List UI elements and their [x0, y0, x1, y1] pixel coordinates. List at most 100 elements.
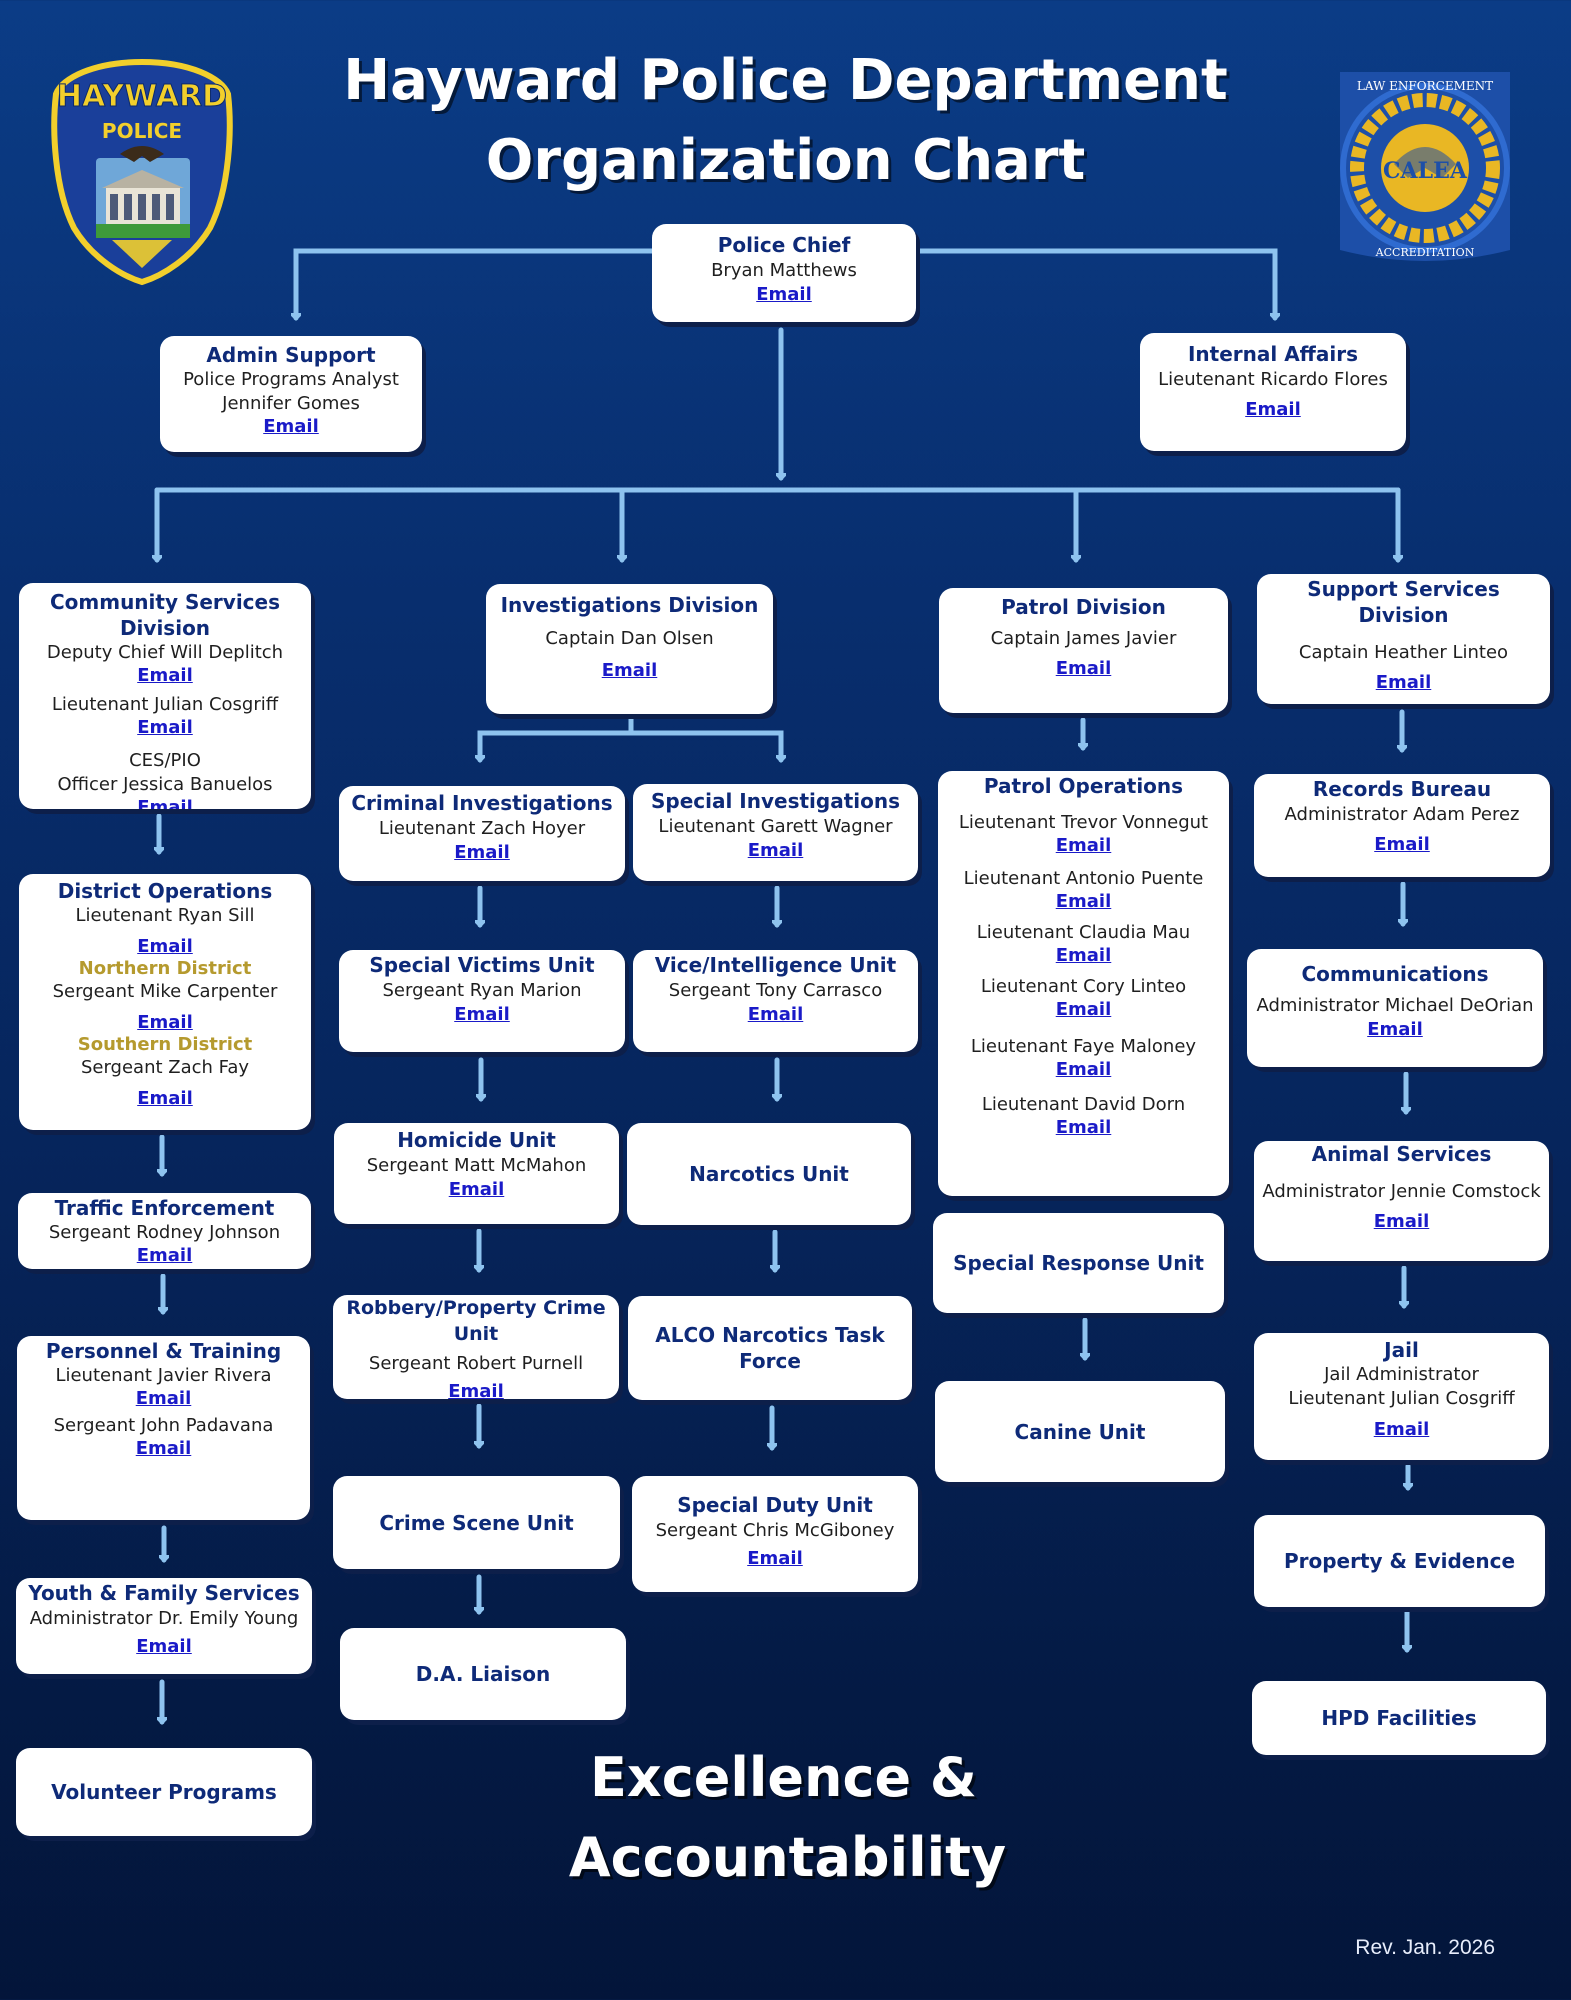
email-link[interactable]: Email	[1373, 1419, 1430, 1440]
box-title: District Operations	[57, 879, 273, 903]
email-link[interactable]: Email	[448, 1179, 505, 1200]
district-operations-box: District Operations Lieutenant Ryan Sill…	[19, 874, 311, 1130]
email-link[interactable]: Email	[448, 1381, 504, 1399]
animal-services-box: Animal Services Administrator Jennie Com…	[1254, 1141, 1549, 1261]
box-title: Communications	[1301, 962, 1489, 986]
patrol-operations-box: Patrol Operations Lieutenant Trevor Vonn…	[938, 771, 1229, 1196]
patrol-division-box: Patrol Division Captain James Javier Ema…	[939, 588, 1228, 713]
email-link[interactable]: Email	[1367, 1019, 1423, 1040]
southern-sergeant: Sergeant Zach Fay	[80, 1057, 250, 1078]
robbery-property-crime-unit-box: Robbery/Property Crime Unit Sergeant Rob…	[333, 1295, 619, 1399]
email-link[interactable]: Email	[747, 1004, 804, 1025]
csd-person-2: Lieutenant Julian Cosgriff	[51, 694, 279, 715]
jail-lieutenant: Lieutenant Julian Cosgriff	[1288, 1388, 1515, 1409]
property-evidence-box: Property & Evidence	[1254, 1515, 1545, 1607]
box-title: Robbery/Property Crime Unit	[346, 1297, 606, 1345]
email-link[interactable]: Email	[1055, 945, 1112, 966]
box-title: Community Services Division	[49, 590, 281, 640]
special-inv-lieutenant: Lieutenant Garett Wagner	[658, 816, 893, 837]
northern-sergeant: Sergeant Mike Carpenter	[52, 981, 278, 1002]
special-response-unit-box: Special Response Unit	[933, 1213, 1224, 1313]
badge-text-top: HAYWARD	[57, 79, 227, 114]
vice-sergeant: Sergeant Tony Carrasco	[668, 980, 883, 1001]
box-title: Police Chief	[717, 233, 851, 257]
email-link[interactable]: Email	[136, 1636, 192, 1657]
ssd-captain: Captain Heather Linteo	[1298, 642, 1509, 663]
special-duty-unit-box: Special Duty Unit Sergeant Chris McGibon…	[632, 1476, 918, 1592]
email-link[interactable]: Email	[1055, 1059, 1112, 1080]
box-title: Personnel & Training	[45, 1339, 282, 1363]
box-title: Support Services Division	[1307, 577, 1500, 627]
da-liaison-box: D.A. Liaison	[340, 1628, 626, 1720]
email-link[interactable]: Email	[756, 284, 812, 305]
admin-support-box: Admin Support Police Programs Analyst Je…	[160, 336, 422, 452]
email-link[interactable]: Email	[137, 717, 193, 738]
comms-administrator: Administrator Michael DeOrian	[1256, 995, 1534, 1016]
box-title: Special Victims Unit	[369, 953, 595, 977]
animal-administrator: Administrator Jennie Comstock	[1262, 1181, 1541, 1202]
hpd-facilities-box: HPD Facilities	[1252, 1681, 1546, 1755]
page-title-line-1: Hayward Police Department	[343, 48, 1228, 113]
slogan-line-1: Excellence &	[590, 1746, 977, 1809]
patrol-lieutenant: Lieutenant Faye Maloney	[970, 1036, 1197, 1057]
criminal-investigations-box: Criminal Investigations Lieutenant Zach …	[339, 786, 625, 881]
csd-person-1: Deputy Chief Will Deplitch	[46, 642, 284, 663]
email-link[interactable]: Email	[1375, 672, 1432, 693]
box-title: Special Investigations	[650, 789, 901, 813]
patrol-captain: Captain James Javier	[990, 628, 1177, 649]
personnel-training-box: Personnel & Training Lieutenant Javier R…	[17, 1336, 310, 1520]
district-lieutenant: Lieutenant Ryan Sill	[75, 905, 255, 926]
personnel-sergeant: Sergeant John Padavana	[53, 1415, 274, 1436]
box-title: Volunteer Programs	[51, 1780, 277, 1804]
email-link[interactable]: Email	[454, 842, 510, 863]
email-link[interactable]: Email	[137, 797, 193, 809]
calea-seal-icon: CALEA LAW ENFORCEMENT ACCREDITATION	[1340, 72, 1510, 261]
email-link[interactable]: Email	[747, 840, 804, 861]
email-link[interactable]: Email	[137, 665, 193, 686]
box-title: Youth & Family Services	[28, 1581, 300, 1605]
box-title: Canine Unit	[1014, 1419, 1146, 1444]
ia-name: Lieutenant Ricardo Flores	[1158, 369, 1388, 390]
email-link[interactable]: Email	[1373, 1211, 1430, 1232]
email-link[interactable]: Email	[1055, 658, 1112, 679]
narcotics-unit-box: Narcotics Unit	[627, 1123, 911, 1225]
box-title: Internal Affairs	[1187, 342, 1359, 366]
homicide-sergeant: Sergeant Matt McMahon	[366, 1155, 587, 1176]
page-title-line-2: Organization Chart	[485, 128, 1086, 193]
box-title: HPD Facilities	[1321, 1706, 1477, 1730]
email-link[interactable]: Email	[135, 1438, 192, 1459]
patrol-lieutenant: Lieutenant Cory Linteo	[980, 976, 1187, 997]
seal-text-bottom: ACCREDITATION	[1375, 246, 1475, 259]
personnel-lieutenant: Lieutenant Javier Rivera	[55, 1365, 272, 1386]
canine-unit-box: Canine Unit	[935, 1381, 1225, 1482]
box-title: ALCO Narcotics Task Force	[655, 1323, 885, 1373]
seal-text-center: CALEA	[1383, 158, 1468, 184]
box-title: Admin Support	[206, 343, 376, 367]
email-link[interactable]: Email	[1055, 835, 1112, 856]
youth-administrator: Administrator Dr. Emily Young	[29, 1608, 299, 1629]
email-link[interactable]: Email	[1374, 834, 1430, 855]
email-link[interactable]: Email	[135, 1388, 192, 1409]
email-link[interactable]: Email	[601, 660, 658, 681]
csd-person-3: Officer Jessica Banuelos	[57, 774, 273, 795]
email-link[interactable]: Email	[454, 1004, 510, 1025]
box-title: Patrol Division	[1001, 595, 1166, 619]
email-link[interactable]: Email	[263, 416, 319, 437]
box-title: Patrol Operations	[983, 774, 1184, 798]
box-title: Vice/Intelligence Unit	[654, 953, 897, 977]
email-link[interactable]: Email	[137, 1088, 193, 1109]
email-link[interactable]: Email	[136, 1245, 193, 1266]
email-link[interactable]: Email	[1055, 1117, 1112, 1138]
email-link[interactable]: Email	[1055, 891, 1112, 912]
alco-narcotics-task-force-box: ALCO Narcotics Task Force	[628, 1296, 912, 1400]
email-link[interactable]: Email	[1055, 999, 1112, 1020]
jail-role: Jail Administrator	[1324, 1364, 1479, 1385]
box-title: Traffic Enforcement	[54, 1196, 275, 1220]
email-link[interactable]: Email	[137, 936, 193, 957]
email-link[interactable]: Email	[747, 1548, 803, 1569]
investigations-division-box: Investigations Division Captain Dan Olse…	[486, 584, 773, 714]
email-link[interactable]: Email	[1245, 399, 1301, 420]
email-link[interactable]: Email	[137, 1012, 193, 1033]
youth-family-services-box: Youth & Family Services Administrator Dr…	[16, 1578, 312, 1674]
box-title: Special Duty Unit	[677, 1493, 873, 1517]
